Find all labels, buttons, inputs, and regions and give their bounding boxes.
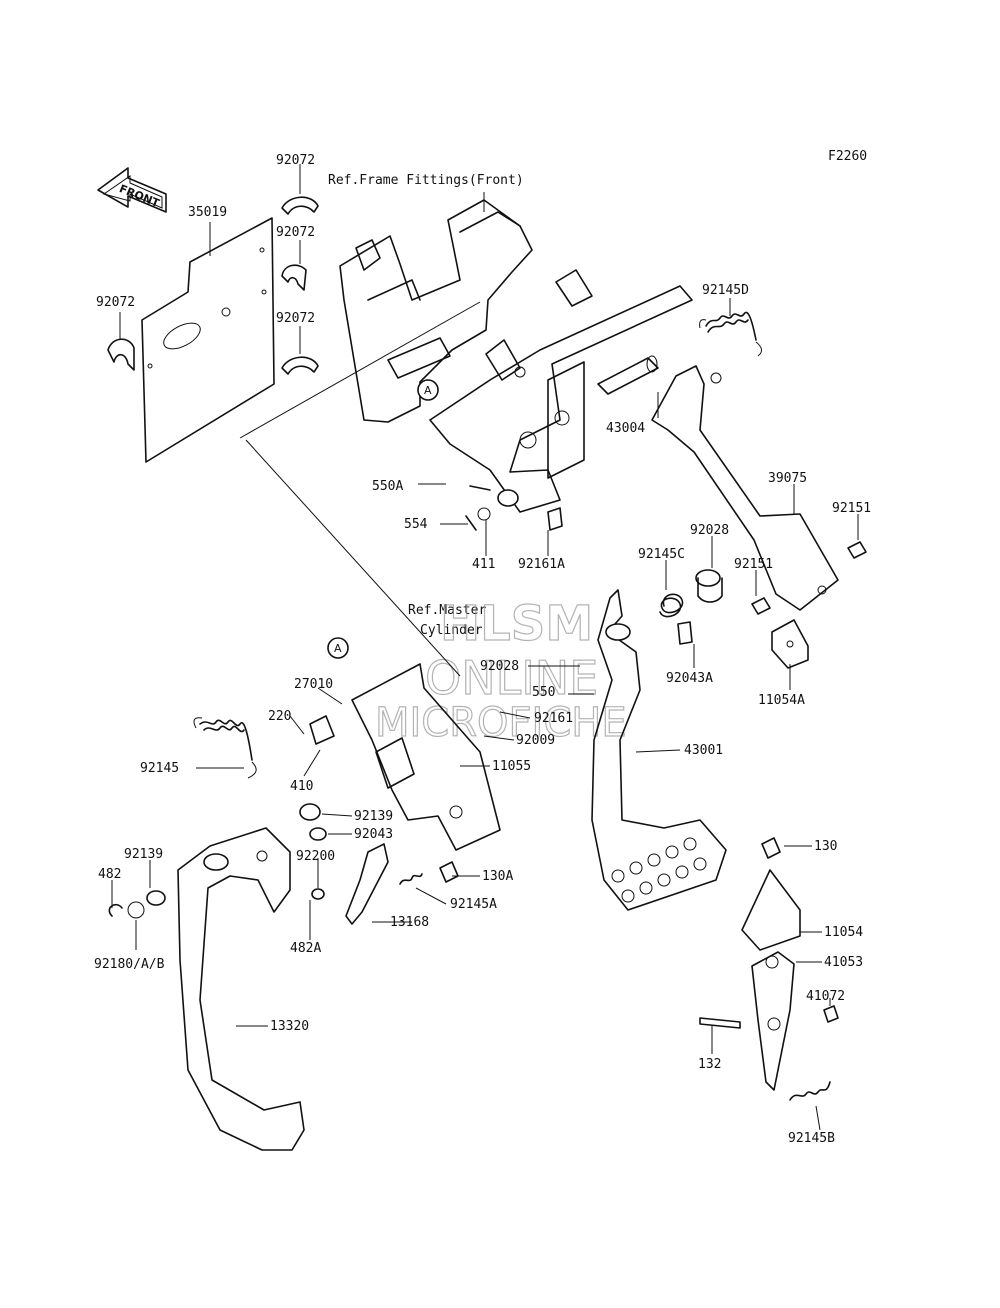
part-label-92145d: 92145D	[702, 283, 749, 298]
pedal-13320-drawing	[177, 827, 305, 1151]
bracket-11055-drawing: A	[309, 637, 501, 851]
part-label-92072-left: 92072	[96, 295, 135, 310]
part-label-92072-top: 92072	[276, 153, 315, 168]
part-label-130: 130	[814, 839, 837, 854]
part-label-43001: 43001	[684, 743, 723, 758]
watermark: HLSM ONLINE MICROFICHE	[374, 595, 627, 746]
part-label-13320: 13320	[270, 1019, 309, 1034]
part-label-92043a: 92043A	[666, 671, 713, 686]
part-label-41053: 41053	[824, 955, 863, 970]
callout-a-lower: A	[334, 642, 342, 655]
part-labels: 92072 35019 92072 92072 92072 92145D 430…	[94, 153, 871, 1146]
part-label-41072: 41072	[806, 989, 845, 1004]
part-label-92139-right: 92139	[354, 809, 393, 824]
cover-plate-drawing	[141, 217, 275, 463]
part-label-92145b: 92145B	[788, 1131, 835, 1146]
part-label-92151-left: 92151	[734, 557, 773, 572]
small-hardware-drawings	[108, 485, 563, 919]
part-label-92009: 92009	[516, 733, 555, 748]
front-arrow-icon: FRONT	[97, 167, 167, 213]
part-label-92028-lower: 92028	[480, 659, 519, 674]
part-label-482a: 482A	[290, 941, 321, 956]
part-label-132: 132	[698, 1057, 721, 1072]
bushing-spring-drawings	[659, 569, 723, 645]
part-label-13168: 13168	[390, 915, 429, 930]
linkage-right-drawing	[699, 837, 839, 1101]
part-label-92072-lower: 92072	[276, 311, 315, 326]
ref-master-cylinder-line1: Ref.Master	[408, 603, 486, 618]
part-label-43004: 43004	[606, 421, 645, 436]
part-label-550: 550	[532, 685, 555, 700]
part-label-92028-upper: 92028	[690, 523, 729, 538]
part-label-92145a: 92145A	[450, 897, 497, 912]
bracket-11054a-drawing	[771, 619, 809, 669]
part-label-92180ab: 92180/A/B	[94, 957, 165, 972]
spring-92145d-drawing	[699, 311, 762, 357]
pedal-43001-drawing	[591, 589, 727, 911]
part-label-550a: 550A	[372, 479, 403, 494]
ref-frame-fittings: Ref.Frame Fittings(Front)	[328, 173, 524, 188]
spring-92145-drawing	[193, 717, 257, 779]
part-label-411: 411	[472, 557, 495, 572]
part-label-92145: 92145	[140, 761, 179, 776]
figure-code: F2260	[828, 149, 867, 164]
lever-13168-drawing	[345, 843, 423, 925]
part-label-39075: 39075	[768, 471, 807, 486]
part-label-92151-right: 92151	[832, 501, 871, 516]
part-label-11054a: 11054A	[758, 693, 805, 708]
watermark-line2: ONLINE	[425, 651, 598, 705]
lever-39075-drawing	[651, 365, 839, 611]
part-label-11055: 11055	[492, 759, 531, 774]
part-label-554: 554	[404, 517, 428, 532]
part-label-130a: 130A	[482, 869, 513, 884]
ref-master-cylinder-line2: Cylinder	[420, 623, 483, 638]
part-label-92043: 92043	[354, 827, 393, 842]
pedal-pad-holes	[611, 837, 707, 903]
watermark-line1: HLSM	[440, 596, 593, 652]
part-label-92145c: 92145C	[638, 547, 685, 562]
pedal-bracket-drawing: A	[339, 199, 693, 513]
callout-a-upper: A	[424, 384, 432, 397]
part-label-482: 482	[98, 867, 121, 882]
clip-drawings	[107, 196, 319, 375]
bolt-92151-drawings	[751, 541, 867, 615]
part-label-92200: 92200	[296, 849, 335, 864]
part-label-35019: 35019	[188, 205, 227, 220]
part-label-92139-left: 92139	[124, 847, 163, 862]
diagonal-guide-line	[239, 301, 481, 677]
part-label-410: 410	[290, 779, 313, 794]
part-label-92161: 92161	[534, 711, 573, 726]
part-label-220: 220	[268, 709, 291, 724]
leader-lines	[111, 164, 859, 1131]
part-label-11054: 11054	[824, 925, 863, 940]
part-label-92161a: 92161A	[518, 557, 565, 572]
watermark-line3: MICROFICHE	[375, 700, 627, 746]
part-label-27010: 27010	[294, 677, 333, 692]
part-label-92072-mid: 92072	[276, 225, 315, 240]
